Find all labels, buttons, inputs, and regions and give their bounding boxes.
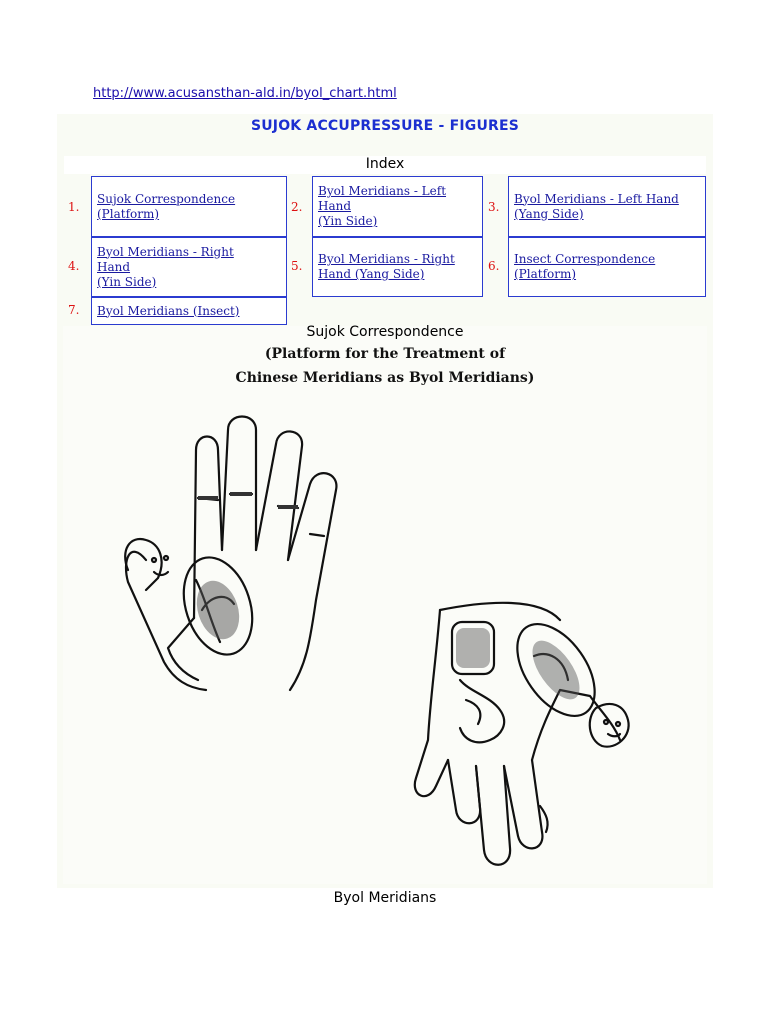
figure-area (63, 326, 707, 884)
index-link-byol-meridians-insect[interactable]: Byol Meridians (Insect) (97, 303, 240, 318)
figure-caption-top: Sujok Correspondence (306, 324, 464, 340)
index-heading: Index (365, 156, 405, 172)
index-cell-2[interactable]: Byol Meridians - Left Hand (Yin Side) (312, 176, 483, 237)
index-link-insect-correspondence[interactable]: Insect Correspondence (Platform) (514, 252, 656, 281)
index-cell-7[interactable]: Byol Meridians (Insect) (91, 297, 287, 325)
index-cell-4[interactable]: Byol Meridians - Right Hand (Yin Side) (91, 237, 287, 297)
index-number-6: 6. (488, 259, 500, 273)
index-cell-5[interactable]: Byol Meridians - Right Hand (Yang Side) (312, 237, 483, 297)
figure-caption-bottom: Byol Meridians (333, 890, 437, 906)
index-cell-1[interactable]: Sujok Correspondence (Platform) (91, 176, 287, 237)
index-link-right-hand-yang[interactable]: Byol Meridians - Right Hand (Yang Side) (318, 252, 455, 281)
index-bar (64, 156, 706, 174)
index-cell-3[interactable]: Byol Meridians - Left Hand (Yang Side) (508, 176, 706, 237)
index-cell-6[interactable]: Insect Correspondence (Platform) (508, 237, 706, 297)
page-title: SUJOK ACCUPRESSURE - FIGURES (250, 118, 520, 134)
figure-heading-line1: (Platform for the Treatment of (264, 346, 506, 362)
index-number-1: 1. (68, 200, 80, 214)
right-hand-illustration (413, 601, 630, 866)
index-number-7: 7. (68, 303, 80, 317)
figure-heading-line2: Chinese Meridians as Byol Meridians) (235, 370, 535, 386)
index-link-right-hand-yin[interactable]: Byol Meridians - Right Hand (Yin Side) (97, 244, 234, 289)
index-link-left-hand-yang[interactable]: Byol Meridians - Left Hand (Yang Side) (514, 191, 679, 221)
index-link-sujok-correspondence[interactable]: Sujok Correspondence (Platform) (97, 191, 236, 221)
index-number-3: 3. (488, 200, 500, 214)
index-link-left-hand-yin[interactable]: Byol Meridians - Left Hand (Yin Side) (318, 184, 447, 228)
source-url-link[interactable]: http://www.acusansthan-ald.in/byol_chart… (93, 86, 397, 101)
left-hand-illustration (124, 415, 338, 692)
index-number-4: 4. (68, 259, 80, 273)
index-number-5: 5. (291, 259, 303, 273)
index-number-2: 2. (291, 200, 303, 214)
